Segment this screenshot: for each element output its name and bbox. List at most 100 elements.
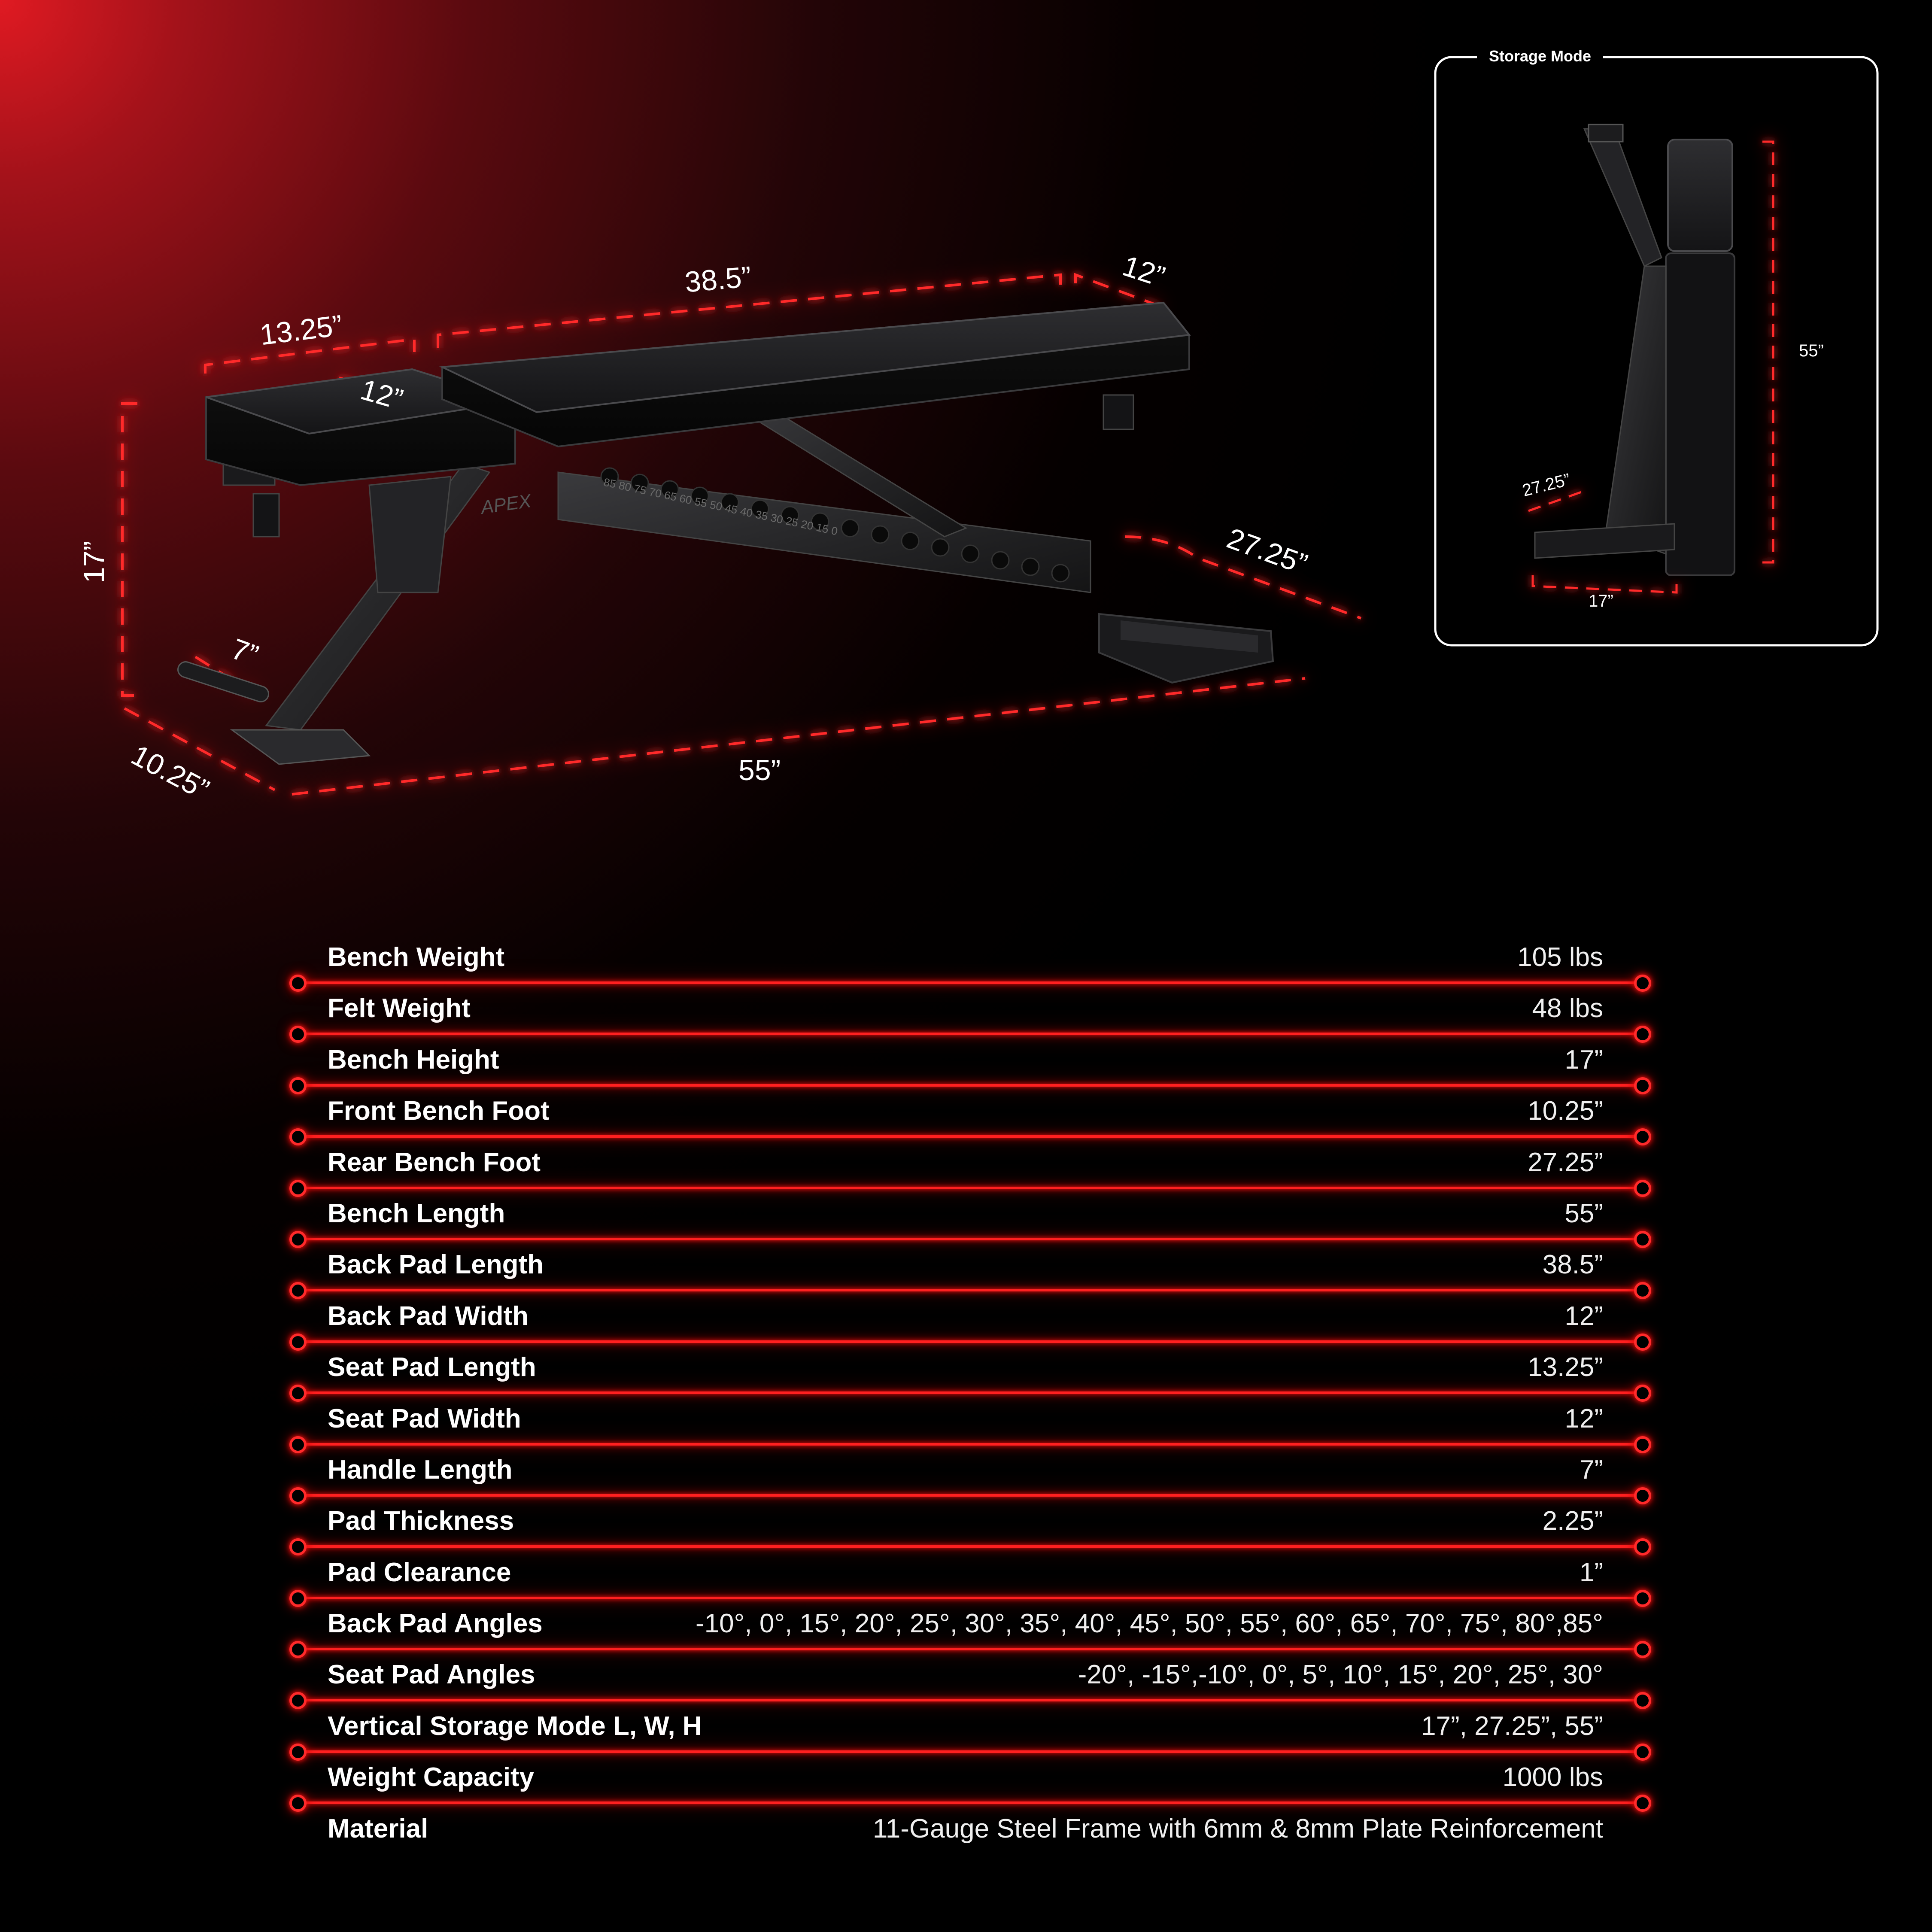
- spec-label: Weight Capacity: [328, 1762, 535, 1792]
- spec-label: Pad Thickness: [328, 1506, 514, 1536]
- spec-value: 105 lbs: [1517, 942, 1603, 972]
- spec-dot: [1634, 975, 1651, 992]
- spec-value: 10.25”: [1528, 1096, 1603, 1126]
- spec-label: Material: [328, 1814, 428, 1844]
- spec-value: 1000 lbs: [1502, 1762, 1603, 1792]
- spec-divider: [302, 1648, 1638, 1651]
- spec-dot: [1634, 1179, 1651, 1197]
- spec-dot: [1634, 1436, 1651, 1453]
- spec-label: Back Pad Length: [328, 1250, 544, 1280]
- spec-row: Felt Weight 48 lbs: [289, 987, 1651, 1043]
- bench-illustration: [177, 301, 1274, 765]
- spec-value: 7”: [1579, 1455, 1603, 1485]
- spec-value: 12”: [1564, 1403, 1603, 1434]
- spec-dot: [289, 1026, 307, 1043]
- spec-value: 38.5”: [1542, 1250, 1603, 1280]
- spec-dot: [289, 1589, 307, 1607]
- spec-dot: [289, 1128, 307, 1146]
- spec-row: Bench Length 55”: [289, 1192, 1651, 1248]
- spec-value: 11-Gauge Steel Frame with 6mm & 8mm Plat…: [872, 1814, 1603, 1844]
- spec-label: Seat Pad Length: [328, 1352, 536, 1382]
- spec-value: 17”, 27.25”, 55”: [1421, 1711, 1603, 1741]
- spec-dot: [1634, 1230, 1651, 1248]
- spec-divider: [302, 1750, 1638, 1753]
- spec-label: Back Pad Angles: [328, 1609, 543, 1639]
- spec-divider: [302, 1545, 1638, 1548]
- spec-label: Rear Bench Foot: [328, 1147, 541, 1177]
- spec-label: Bench Length: [328, 1198, 505, 1228]
- spec-value: 12”: [1564, 1301, 1603, 1331]
- spec-dot: [289, 1692, 307, 1710]
- spec-divider: [302, 1033, 1638, 1036]
- spec-dot: [289, 1077, 307, 1094]
- spec-row: Back Pad Angles -10°, 0°, 15°, 20°, 25°, …: [289, 1602, 1651, 1659]
- spec-row: Front Bench Foot 10.25”: [289, 1090, 1651, 1146]
- spec-divider: [302, 1237, 1638, 1240]
- spec-value: -10°, 0°, 15°, 20°, 25°, 30°, 35°, 40°, …: [695, 1609, 1603, 1639]
- spec-row: Weight Capacity 1000 lbs: [289, 1756, 1651, 1812]
- spec-divider: [302, 1801, 1638, 1804]
- spec-divider: [302, 1699, 1638, 1702]
- spec-divider: [302, 1084, 1638, 1087]
- spec-dot: [289, 1487, 307, 1504]
- spec-dot: [1634, 1282, 1651, 1300]
- spec-label: Front Bench Foot: [328, 1096, 550, 1126]
- spec-dot: [1634, 1641, 1651, 1659]
- spec-dot: [289, 1333, 307, 1351]
- spec-label: Bench Weight: [328, 942, 505, 972]
- spec-label: Pad Clearance: [328, 1557, 511, 1587]
- storage-dim-length: 17”: [1589, 592, 1613, 611]
- dim-bench-length: 55”: [738, 754, 781, 787]
- spec-dot: [289, 1282, 307, 1300]
- spec-dot: [1634, 1026, 1651, 1043]
- spec-dot: [289, 975, 307, 992]
- dim-height: 17”: [78, 541, 111, 583]
- spec-dot: [1634, 1538, 1651, 1556]
- storage-mode-title: Storage Mode: [1477, 47, 1604, 65]
- spec-row: Pad Thickness 2.25”: [289, 1500, 1651, 1556]
- spec-value: 48 lbs: [1532, 993, 1603, 1024]
- storage-mode-panel: [1434, 56, 1879, 647]
- spec-dot: [289, 1436, 307, 1453]
- spec-row: Handle Length 7”: [289, 1449, 1651, 1504]
- spec-dot: [289, 1641, 307, 1659]
- spec-dot: [289, 1795, 307, 1812]
- spec-label: Felt Weight: [328, 993, 471, 1024]
- spec-value: 17”: [1564, 1045, 1603, 1075]
- spec-row: Vertical Storage Mode L, W, H 17”, 27.25”…: [289, 1705, 1651, 1761]
- spec-dot: [289, 1538, 307, 1556]
- spec-value: 2.25”: [1542, 1506, 1603, 1536]
- spec-divider: [302, 1494, 1638, 1497]
- spec-divider: [302, 1186, 1638, 1189]
- spec-value: 55”: [1564, 1198, 1603, 1228]
- spec-dot: [289, 1743, 307, 1761]
- spec-table: Bench Weight 105 lbs Felt Weight 48 lbs Be…: [289, 936, 1651, 1859]
- spec-row: Seat Pad Width 12”: [289, 1397, 1651, 1453]
- spec-row: Seat Pad Length 13.25”: [289, 1346, 1651, 1402]
- spec-row: Bench Height 17”: [289, 1039, 1651, 1094]
- spec-label: Handle Length: [328, 1455, 513, 1485]
- spec-dot: [1634, 1692, 1651, 1710]
- spec-divider: [302, 1289, 1638, 1292]
- spec-dot: [1634, 1795, 1651, 1812]
- spec-label: Vertical Storage Mode L, W, H: [328, 1711, 702, 1741]
- spec-label: Bench Height: [328, 1045, 499, 1075]
- spec-dot: [289, 1385, 307, 1402]
- spec-label: Back Pad Width: [328, 1301, 529, 1331]
- spec-dot: [1634, 1743, 1651, 1761]
- spec-divider: [302, 1443, 1638, 1446]
- spec-label: Seat Pad Width: [328, 1403, 521, 1434]
- spec-value: -20°, -15°,-10°, 0°, 5°, 10°, 15°, 20°, …: [1078, 1660, 1603, 1690]
- spec-dot: [1634, 1487, 1651, 1504]
- spec-divider: [302, 1596, 1638, 1599]
- spec-divider: [302, 1391, 1638, 1394]
- spec-row: Back Pad Length 38.5”: [289, 1243, 1651, 1300]
- spec-dot: [1634, 1333, 1651, 1351]
- spec-dot: [1634, 1385, 1651, 1402]
- spec-value: 13.25”: [1528, 1352, 1603, 1382]
- spec-divider: [302, 1135, 1638, 1138]
- spec-dot: [1634, 1128, 1651, 1146]
- spec-divider: [302, 1340, 1638, 1343]
